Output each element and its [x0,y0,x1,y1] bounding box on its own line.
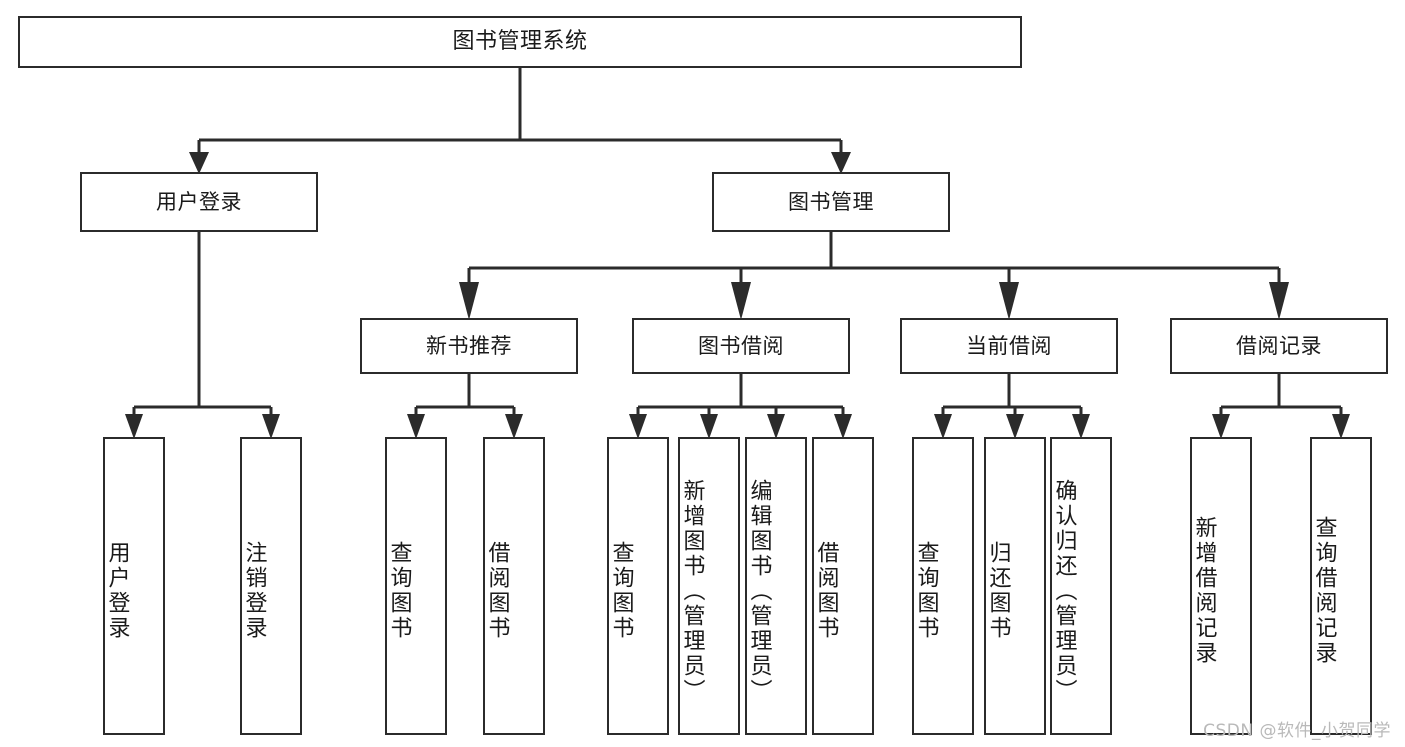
csdn-watermark: CSDN @软件_小贺同学 [1203,721,1391,741]
node-label: 新书推荐 [426,333,512,358]
arrowheads-user-login-leaves [125,414,280,439]
edge-borrow-to-leaves [636,374,845,418]
node-label: 新增借阅记录 [1191,516,1217,666]
edge-current-borrow-to-leaves [941,374,1083,418]
leaf-logout[interactable]: 注销登录 [240,437,302,735]
node-label: 确认归还（管理员） [1051,478,1077,704]
arrowheads-level2 [189,152,851,174]
node-label: 查询借阅记录 [1311,516,1337,666]
leaf-borrow-book-new[interactable]: 借阅图书 [483,437,545,735]
node-label: 查询图书 [386,541,412,641]
node-book-management-module[interactable]: 图书管理 [712,172,950,232]
leaf-edit-book-admin[interactable]: 编辑图书（管理员） [745,437,807,735]
edge-records-to-leaves [1219,374,1343,418]
arrowheads-borrow-leaves [629,414,852,439]
node-label: 图书管理 [788,189,874,214]
node-label: 借阅图书 [484,541,510,641]
node-label: 当前借阅 [966,333,1052,358]
arrowheads-level3 [459,282,1289,320]
node-new-book-recommendation[interactable]: 新书推荐 [360,318,578,374]
leaf-add-book-admin[interactable]: 新增图书（管理员） [678,437,740,735]
node-label: 编辑图书（管理员） [746,478,772,704]
node-current-borrowing[interactable]: 当前借阅 [900,318,1118,374]
node-label: 图书管理系统 [452,29,588,55]
leaf-confirm-return-admin[interactable]: 确认归还（管理员） [1050,437,1112,735]
edge-user-login-to-leaves [132,232,273,418]
node-label: 图书借阅 [698,333,784,358]
node-label: 归还图书 [985,541,1011,641]
node-label: 查询图书 [913,541,939,641]
edge-level2-to-level3 [467,232,1281,286]
leaf-borrow-book[interactable]: 借阅图书 [812,437,874,735]
leaf-query-book-current[interactable]: 查询图书 [912,437,974,735]
leaf-return-book[interactable]: 归还图书 [984,437,1046,735]
node-borrowing-records[interactable]: 借阅记录 [1170,318,1388,374]
leaf-add-borrow-record[interactable]: 新增借阅记录 [1190,437,1252,735]
node-label: 查询图书 [608,541,634,641]
edge-new-book-to-leaves [414,374,516,418]
edge-root-to-level2 [197,68,843,156]
node-root-book-management-system[interactable]: 图书管理系统 [18,16,1022,68]
node-label: 新增图书（管理员） [679,478,705,704]
node-book-borrowing[interactable]: 图书借阅 [632,318,850,374]
node-user-login-module[interactable]: 用户登录 [80,172,318,232]
arrowheads-new-book-leaves [407,414,523,439]
node-label: 用户登录 [156,189,242,214]
node-label: 用户登录 [104,541,130,641]
arrowheads-records-leaves [1212,414,1350,439]
leaf-query-book-new[interactable]: 查询图书 [385,437,447,735]
node-label: 注销登录 [241,541,267,641]
leaf-user-login[interactable]: 用户登录 [103,437,165,735]
leaf-query-borrow-record[interactable]: 查询借阅记录 [1310,437,1372,735]
node-label: 借阅图书 [813,541,839,641]
node-label: 借阅记录 [1236,333,1322,358]
leaf-query-book-borrow[interactable]: 查询图书 [607,437,669,735]
arrowheads-current-borrow-leaves [934,414,1090,439]
